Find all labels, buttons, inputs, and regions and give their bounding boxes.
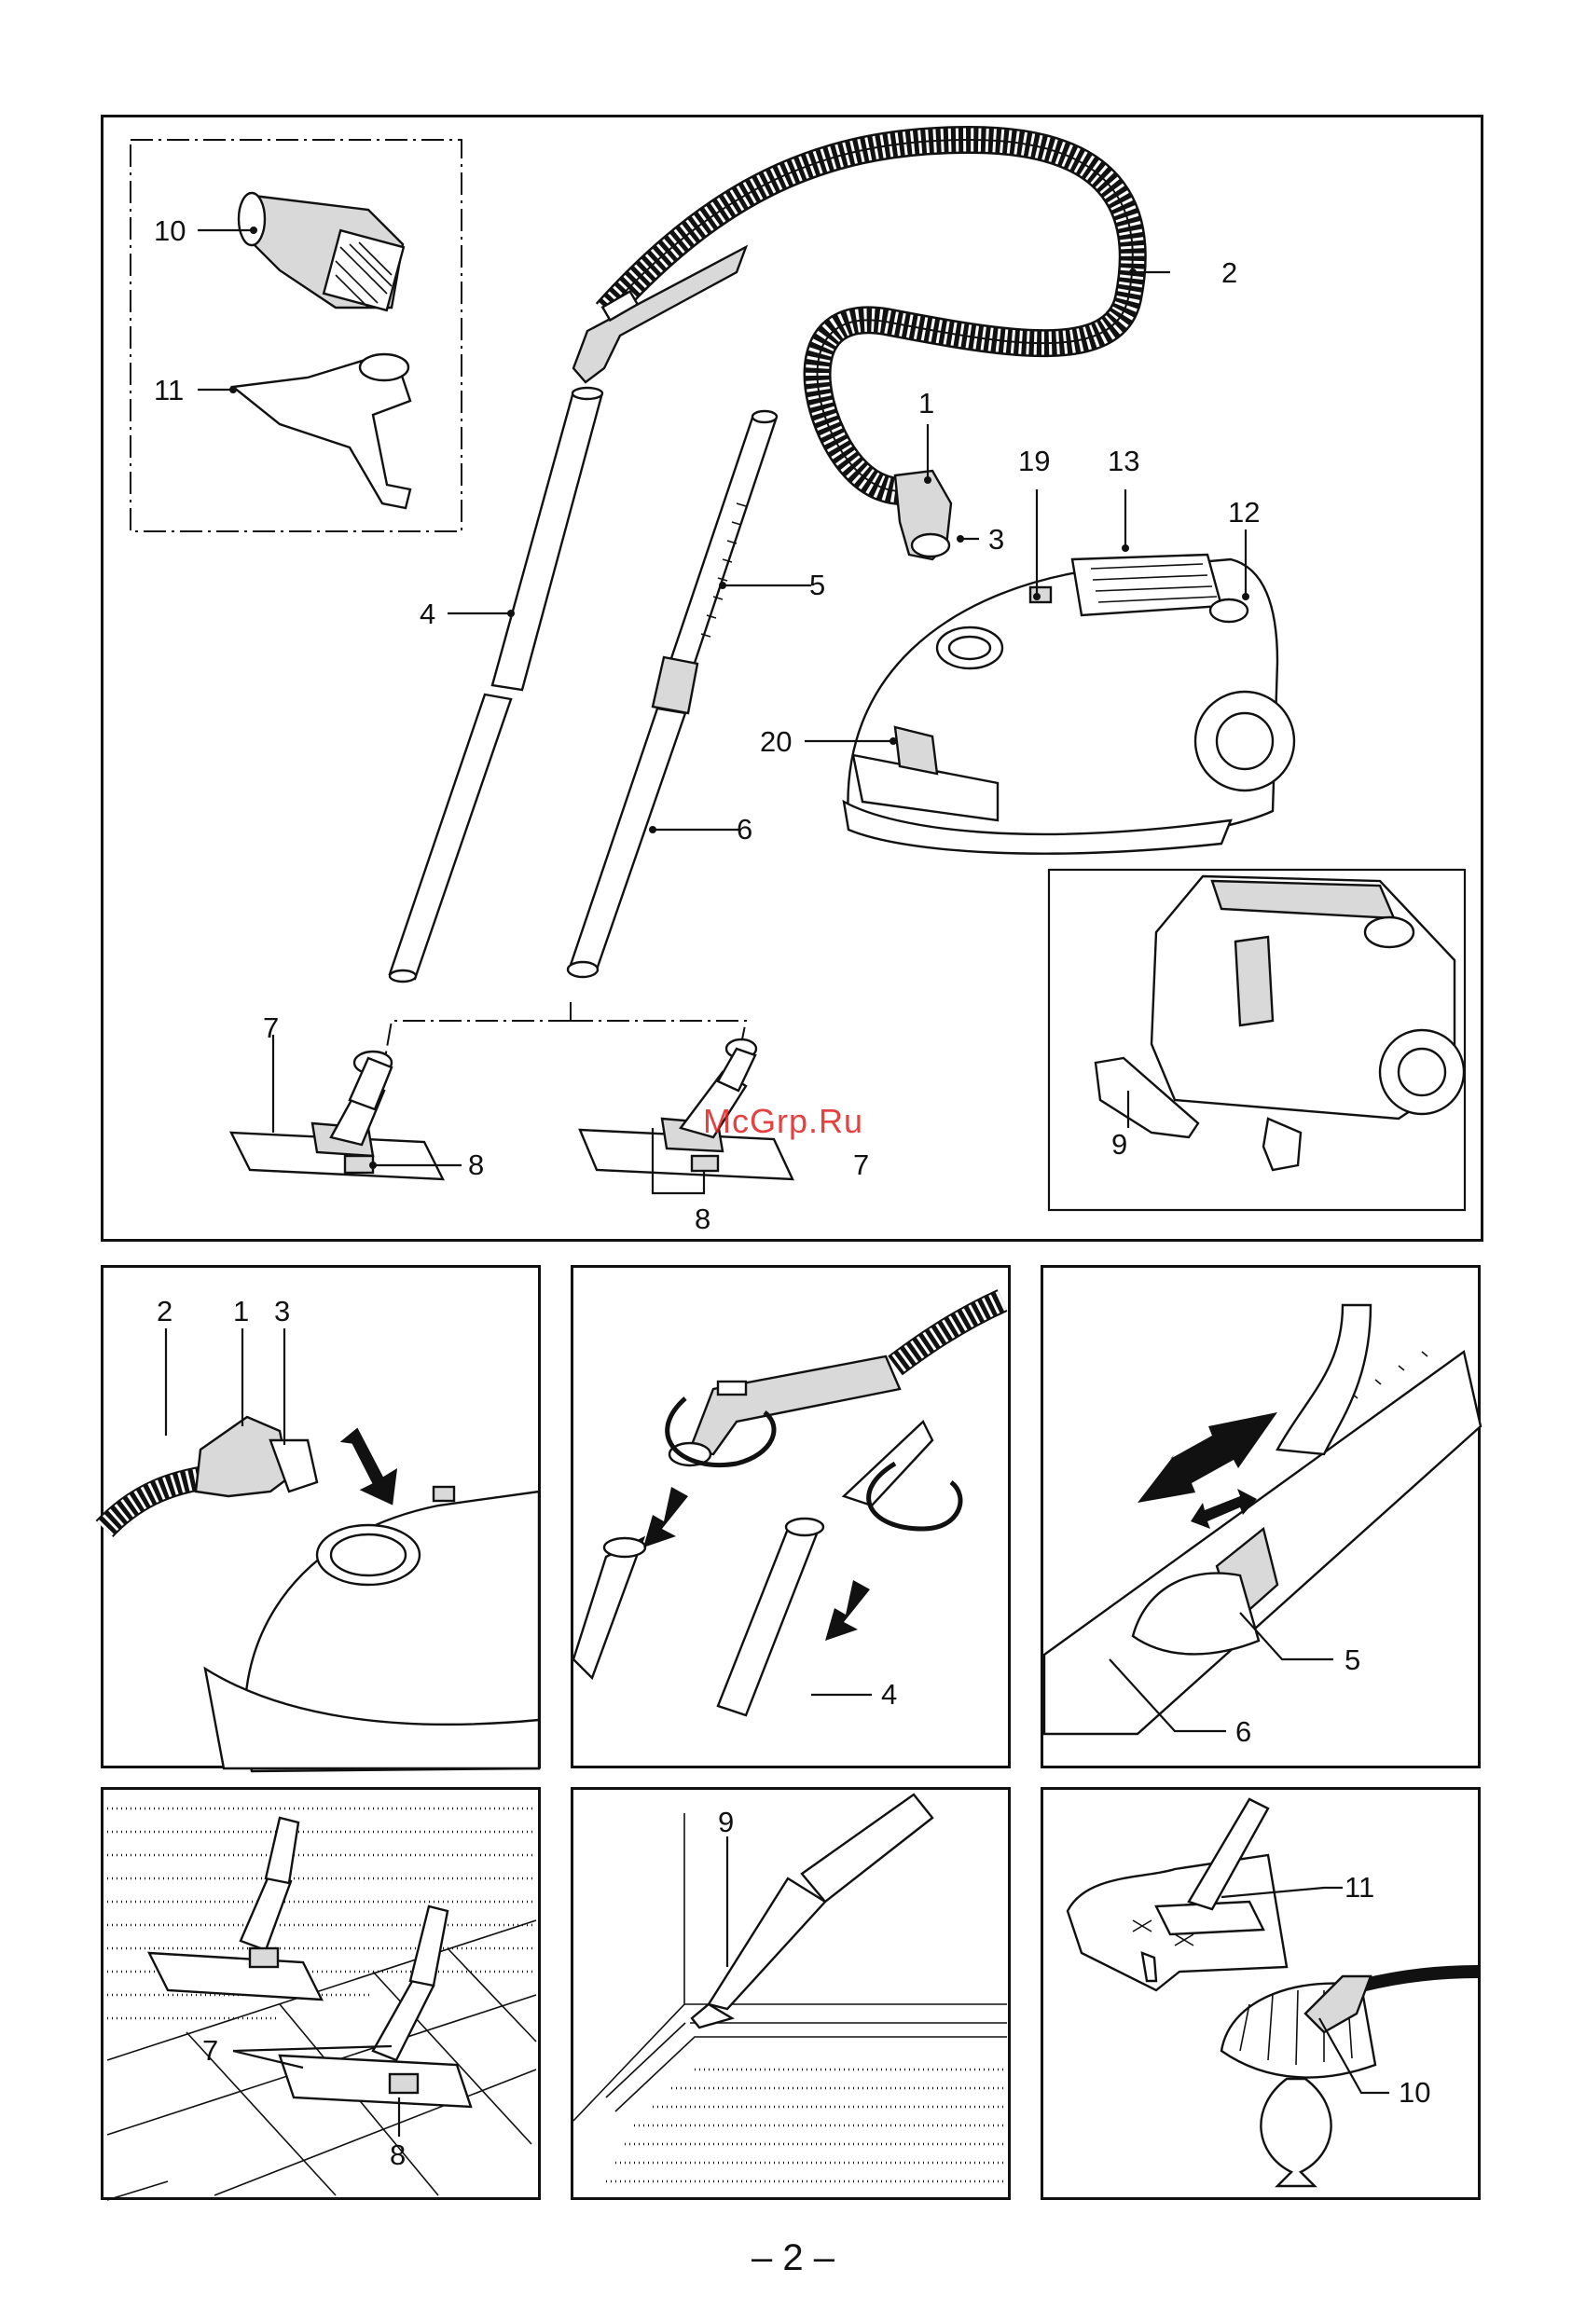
crevice-usage-drawing bbox=[573, 1795, 1007, 2181]
label-tubes-tube: 4 bbox=[881, 1678, 897, 1711]
rotate-arrow-2 bbox=[869, 1464, 960, 1529]
label-connect-elbow: 1 bbox=[233, 1295, 249, 1327]
label-wide-nozzle-usage: 11 bbox=[1345, 1871, 1374, 1904]
label-connect-hose: 2 bbox=[157, 1295, 172, 1327]
label-connect-lock: 3 bbox=[274, 1295, 290, 1327]
label-telescopic-tube-6: 6 bbox=[1235, 1715, 1251, 1748]
telescopic-drawing bbox=[1044, 1305, 1481, 1734]
push-arrow-2 bbox=[825, 1580, 870, 1641]
connect-hose-drawing bbox=[104, 1417, 539, 1771]
floor-nozzle-usage-drawing bbox=[107, 1808, 536, 2200]
slide-arrow bbox=[1138, 1412, 1277, 1503]
connect-tubes-drawing bbox=[573, 1300, 1002, 1715]
push-arrow-1 bbox=[643, 1487, 688, 1547]
page-number: – 2 – bbox=[0, 2237, 1586, 2279]
furniture-usage-drawing bbox=[1068, 1799, 1478, 2186]
connect-arrow bbox=[338, 1421, 407, 1514]
label-floor-nozzle: 7 bbox=[202, 2034, 218, 2067]
label-crevice: 9 bbox=[718, 1806, 734, 1838]
label-brush-usage: 10 bbox=[1399, 2076, 1430, 2109]
label-telescopic-slider: 5 bbox=[1345, 1643, 1360, 1676]
label-floor-pedal: 8 bbox=[390, 2138, 406, 2171]
